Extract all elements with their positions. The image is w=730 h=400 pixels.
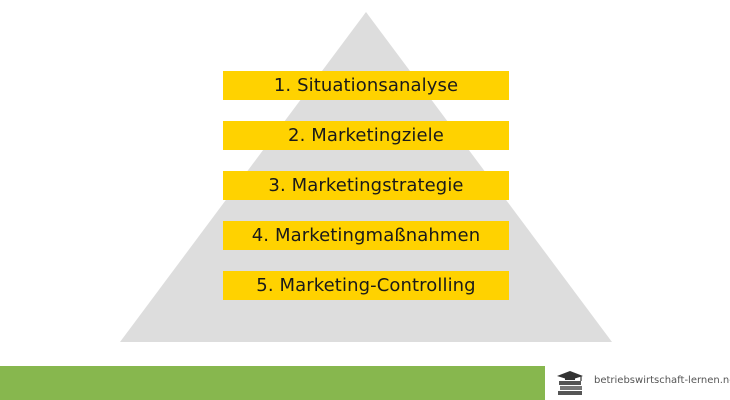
step-situationsanalyse: 1. Situationsanalyse (223, 71, 509, 100)
site-brand[interactable]: betriebswirtschaft-lernen.net (548, 366, 730, 400)
step-marketingmassnahmen: 4. Marketingmaßnahmen (223, 221, 509, 250)
step-marketingziele: 2. Marketingziele (223, 121, 509, 150)
books-graduation-cap-icon (557, 371, 583, 395)
step-marketing-controlling: 5. Marketing-Controlling (223, 271, 509, 300)
planning-steps: 1. Situationsanalyse 2. Marketingziele 3… (223, 71, 509, 321)
step-marketingstrategie: 3. Marketingstrategie (223, 171, 509, 200)
footer-bar (0, 366, 545, 400)
site-name: betriebswirtschaft-lernen.net (594, 375, 730, 386)
